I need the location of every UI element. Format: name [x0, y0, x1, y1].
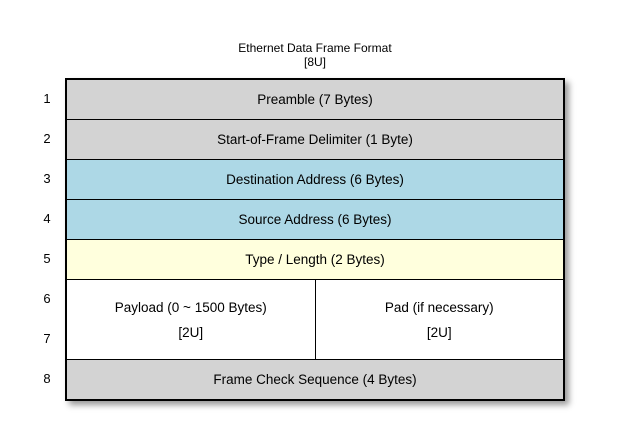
diagram-title: Ethernet Data Frame Format	[238, 41, 392, 55]
row-number-1: 1	[43, 90, 51, 106]
row-payload-pad: Payload (0 ~ 1500 Bytes) [2U] Pad (if ne…	[67, 280, 563, 360]
row-preamble-label: Preamble (7 Bytes)	[257, 92, 373, 107]
row-number-4: 4	[43, 210, 51, 226]
row-number-8: 8	[43, 370, 51, 386]
row-type-length-label: Type / Length (2 Bytes)	[245, 252, 385, 267]
row-destination-address: Destination Address (6 Bytes)	[67, 160, 563, 200]
cell-pad: Pad (if necessary) [2U]	[314, 280, 564, 359]
diagram-subtitle: [8U]	[303, 55, 326, 69]
row-sfd-label: Start-of-Frame Delimiter (1 Byte)	[217, 132, 413, 147]
row-number-3: 3	[43, 170, 51, 186]
frame-table: Preamble (7 Bytes) Start-of-Frame Delimi…	[65, 78, 565, 401]
row-fcs: Frame Check Sequence (4 Bytes)	[67, 360, 563, 399]
row-type-length: Type / Length (2 Bytes)	[67, 240, 563, 280]
cell-pad-sublabel: [2U]	[426, 324, 452, 340]
row-sfd: Start-of-Frame Delimiter (1 Byte)	[67, 120, 563, 160]
cell-pad-label: Pad (if necessary)	[384, 299, 494, 315]
row-number-6: 6	[43, 290, 51, 306]
row-source-address: Source Address (6 Bytes)	[67, 200, 563, 240]
row-fcs-label: Frame Check Sequence (4 Bytes)	[213, 372, 417, 387]
diagram-title-block: Ethernet Data Frame Format [8U]	[65, 41, 565, 69]
row-source-address-label: Source Address (6 Bytes)	[238, 212, 392, 227]
row-number-2: 2	[43, 130, 51, 146]
row-number-7: 7	[43, 330, 51, 346]
cell-payload-label: Payload (0 ~ 1500 Bytes)	[114, 299, 267, 315]
cell-payload: Payload (0 ~ 1500 Bytes) [2U]	[67, 280, 315, 359]
cell-payload-sublabel: [2U]	[178, 324, 204, 340]
row-destination-address-label: Destination Address (6 Bytes)	[226, 172, 404, 187]
row-number-5: 5	[43, 250, 51, 266]
row-preamble: Preamble (7 Bytes)	[67, 80, 563, 120]
